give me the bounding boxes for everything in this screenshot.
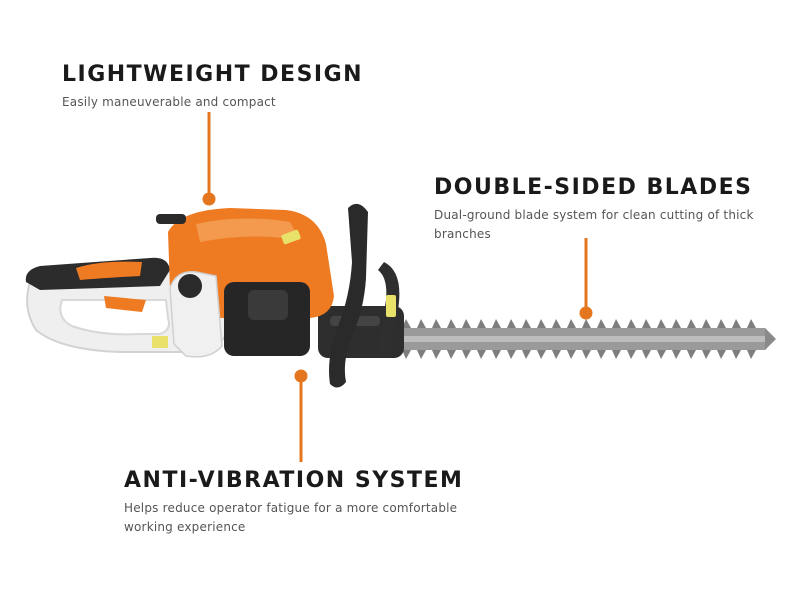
blade-tooth bbox=[732, 350, 741, 359]
blade-tooth bbox=[432, 350, 441, 359]
blade-tooth bbox=[552, 350, 561, 359]
anti-vibration-connector-dot bbox=[294, 369, 308, 383]
callout-description: Helps reduce operator fatigue for a more… bbox=[124, 501, 458, 534]
blade-tooth bbox=[462, 350, 471, 359]
blade-tooth bbox=[477, 319, 486, 328]
callout-title: DOUBLE-SIDED BLADES bbox=[434, 175, 753, 200]
blade-tooth bbox=[597, 350, 606, 359]
blade-tooth bbox=[612, 319, 621, 328]
blade-tooth bbox=[402, 350, 411, 359]
blade-tooth bbox=[627, 350, 636, 359]
blade-tooth bbox=[447, 319, 456, 328]
front-loop-handle bbox=[329, 203, 368, 388]
blade-tooth bbox=[582, 350, 591, 359]
blade-tooth bbox=[687, 319, 696, 328]
front-hand-guard bbox=[378, 262, 400, 353]
blade-tooth bbox=[627, 319, 636, 328]
blade-tooth bbox=[747, 319, 756, 328]
blade-tooth bbox=[417, 350, 426, 359]
blade-tooth bbox=[702, 319, 711, 328]
blade-tooth bbox=[657, 319, 666, 328]
blade-tooth bbox=[462, 319, 471, 328]
blade-tooth bbox=[747, 350, 756, 359]
blade-tooth bbox=[642, 350, 651, 359]
blade-tooth bbox=[672, 350, 681, 359]
blade-tooth bbox=[597, 319, 606, 328]
blade-tooth bbox=[612, 350, 621, 359]
blade-tooth bbox=[717, 319, 726, 328]
callout-anti-vibration-system: ANTI-VIBRATION SYSTEM Helps reduce opera… bbox=[124, 468, 504, 537]
blade-tooth bbox=[702, 350, 711, 359]
blade-tooth bbox=[522, 319, 531, 328]
blade-tooth bbox=[657, 350, 666, 359]
blade-tooth bbox=[417, 319, 426, 328]
callout-title: ANTI-VIBRATION SYSTEM bbox=[124, 468, 464, 493]
blade-tooth bbox=[447, 350, 456, 359]
blade-tooth bbox=[567, 350, 576, 359]
blade-tooth bbox=[402, 319, 411, 328]
callout-lightweight-design: LIGHTWEIGHT DESIGN Easily maneuverable a… bbox=[62, 62, 363, 112]
blade-tooth bbox=[672, 319, 681, 328]
blade-tooth bbox=[492, 350, 501, 359]
blade-tooth bbox=[432, 319, 441, 328]
blade-tooth bbox=[507, 350, 516, 359]
blade-tooth bbox=[492, 319, 501, 328]
blade-tooth bbox=[687, 350, 696, 359]
blade-tooth bbox=[537, 319, 546, 328]
blade-tooth bbox=[642, 319, 651, 328]
callout-connectors bbox=[202, 112, 593, 462]
blade-tooth bbox=[522, 350, 531, 359]
callout-description: Easily maneuverable and compact bbox=[62, 95, 276, 109]
blade-tooth bbox=[567, 319, 576, 328]
callout-double-sided-blades: DOUBLE-SIDED BLADES Dual-ground blade sy… bbox=[434, 175, 774, 244]
blade-tooth bbox=[552, 319, 561, 328]
blade-tooth bbox=[717, 350, 726, 359]
double-sided-connector-dot bbox=[579, 306, 593, 320]
callout-title: LIGHTWEIGHT DESIGN bbox=[62, 62, 364, 87]
blade-tooth bbox=[732, 319, 741, 328]
double-sided-blade bbox=[395, 319, 776, 359]
lightweight-connector-dot bbox=[202, 192, 216, 206]
engine-housing bbox=[156, 208, 334, 358]
blade-tooth bbox=[537, 350, 546, 359]
blade-tooth bbox=[477, 350, 486, 359]
blade-tooth bbox=[582, 319, 591, 328]
callout-description: Dual-ground blade system for clean cutti… bbox=[434, 208, 754, 241]
blade-tooth bbox=[507, 319, 516, 328]
